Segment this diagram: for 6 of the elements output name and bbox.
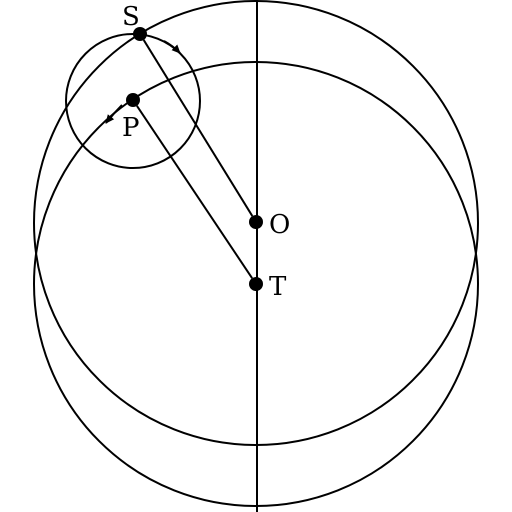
point-label: S bbox=[122, 4, 140, 30]
line-segment bbox=[136, 105, 253, 279]
point-label: O bbox=[269, 212, 290, 238]
point-label: P bbox=[122, 115, 140, 141]
line-segment bbox=[142, 39, 254, 217]
point-label: T bbox=[269, 274, 286, 300]
